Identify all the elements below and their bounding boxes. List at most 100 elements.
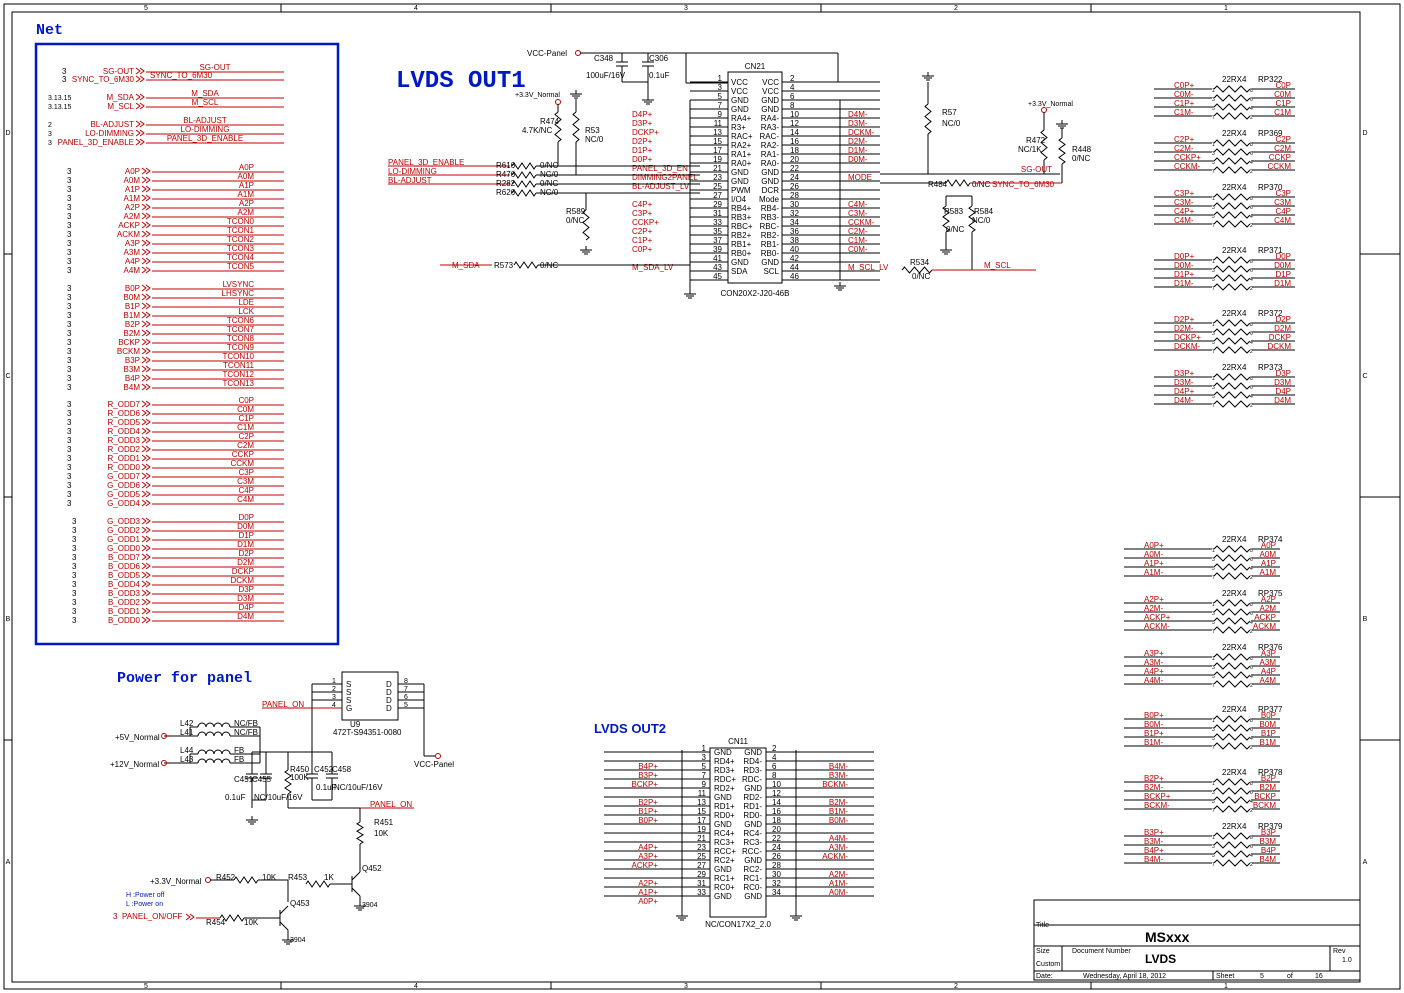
pin-name: RA1+ — [731, 150, 752, 159]
pin-number: 18 — [790, 146, 799, 155]
resistor-ref: R626 — [496, 188, 516, 197]
pin-number: 16 — [772, 807, 781, 816]
port-label: G_ODD0 — [107, 544, 140, 553]
offpage-connector-icon — [141, 598, 151, 606]
net-label: ACKM- — [822, 852, 848, 861]
inductor-value: NC/FB — [234, 719, 258, 728]
vcc-panel-label: VCC-Panel — [527, 49, 567, 58]
pin-number: 4 — [1250, 340, 1253, 346]
rpack-left-net: D4M- — [1174, 396, 1194, 405]
pin-name: RC2+ — [714, 856, 735, 865]
pin-number: 1 — [1212, 259, 1215, 265]
transistor-lead — [279, 921, 289, 931]
net-label: C4M- — [848, 200, 868, 209]
r484-label: R484 — [928, 180, 948, 189]
net-label: BCKM- — [822, 780, 848, 789]
pin-number: 5 — [1212, 674, 1215, 680]
pin-number: 5 — [1212, 620, 1215, 626]
net-label: TCON3 — [227, 244, 255, 253]
resistor-icon — [1213, 211, 1251, 219]
net-label: PANEL_3D_ENABLE — [388, 158, 464, 167]
rpack-left-net: D1M- — [1174, 279, 1194, 288]
page-ref: 3 — [67, 311, 72, 320]
pin-number: 5 — [1212, 853, 1215, 859]
pin-number: 1 — [1212, 142, 1215, 148]
port-label: B_ODD7 — [108, 553, 141, 562]
net-label: TCON13 — [222, 379, 254, 388]
offpage-connector-icon — [141, 365, 151, 373]
page-ref: 3 — [72, 526, 77, 535]
pin-number: 32 — [772, 879, 781, 888]
resistor-icon — [1213, 220, 1251, 228]
resistor-icon — [1213, 832, 1251, 840]
net-label: BCKP+ — [632, 780, 659, 789]
pin-number: 4 — [1250, 736, 1253, 742]
rpack-left-net: B1M- — [1144, 738, 1163, 747]
port-label: R_ODD3 — [108, 436, 141, 445]
pin-number: 8 — [1250, 322, 1253, 328]
net-label: A0M- — [829, 888, 848, 897]
pin-number: 29 — [697, 870, 706, 879]
pin-name: GND — [761, 96, 779, 105]
offpage-connector-icon — [141, 526, 151, 534]
port-label: G_ODD7 — [107, 472, 140, 481]
rpack-right-net: D3M — [1274, 378, 1291, 387]
pin-name: GND — [744, 784, 762, 793]
pin-number: 6 — [1250, 385, 1253, 391]
ground-icon — [834, 282, 846, 291]
resistor-icon — [1213, 626, 1251, 634]
offpage-connector-icon — [141, 239, 151, 247]
pin-number: 1 — [332, 678, 336, 685]
offpage-connector-icon — [141, 167, 151, 175]
net-label: D4P+ — [632, 110, 653, 119]
resistor-icon — [901, 266, 933, 274]
port-label: ACKM — [117, 230, 140, 239]
port-label: R_ODD6 — [108, 409, 141, 418]
pin-name: GND — [714, 748, 732, 757]
net-label: LVSYNC — [223, 280, 255, 289]
net-label: B3P+ — [638, 771, 658, 780]
pin-number: 2 — [1250, 575, 1253, 581]
resistor-icon — [511, 171, 537, 179]
port-label: BL-ADJUST — [90, 120, 134, 129]
page-ref: 3 — [67, 427, 72, 436]
net-label: TCON7 — [227, 325, 255, 334]
pin-number: 6 — [1250, 205, 1253, 211]
offpage-connector-icon — [141, 338, 151, 346]
net-label: A4M- — [829, 834, 848, 843]
pin-number: 8 — [1250, 259, 1253, 265]
pin-name: RB4- — [761, 204, 780, 213]
rpack-left-net: ACKP+ — [1144, 613, 1171, 622]
rpack-left-net: A0M- — [1144, 550, 1163, 559]
pin-number: 41 — [713, 254, 722, 263]
net-label: A2M — [238, 208, 255, 217]
offpage-connector-icon — [141, 248, 151, 256]
r53-value: NC/0 — [585, 135, 604, 144]
pin-name: GND — [761, 168, 779, 177]
net-label: A0M — [238, 172, 255, 181]
port-label: A3M — [124, 248, 141, 257]
pin-number: 4 — [772, 753, 777, 762]
net-label: B4M- — [829, 762, 848, 771]
r450-value: 100K — [290, 773, 309, 782]
pin-number: 2 — [1250, 223, 1253, 229]
resistor-icon — [511, 189, 537, 197]
pin-number: 8 — [1250, 781, 1253, 787]
rpack-right-net: DCKM — [1267, 342, 1291, 351]
pin-number: 42 — [790, 254, 799, 263]
pin-number: 45 — [713, 272, 722, 281]
connector-part: CON20X2-J20-46B — [721, 289, 790, 298]
offpage-connector-icon — [141, 347, 151, 355]
pin-number: 2 — [1250, 862, 1253, 868]
rpack-left-net: C3P+ — [1174, 189, 1195, 198]
rpack-left-net: D3M- — [1174, 378, 1194, 387]
port-label: R_ODD5 — [108, 418, 141, 427]
inductor-ref: L43 — [180, 755, 194, 764]
pin-number: 4 — [332, 702, 336, 709]
port-label: B_ODD4 — [108, 580, 141, 589]
c451-value: 0.1uF — [225, 793, 246, 802]
pin-number: 3 — [1212, 331, 1215, 337]
port-label: B_ODD6 — [108, 562, 141, 571]
pin-number: 30 — [772, 870, 781, 879]
page-ref: 3 — [72, 598, 77, 607]
